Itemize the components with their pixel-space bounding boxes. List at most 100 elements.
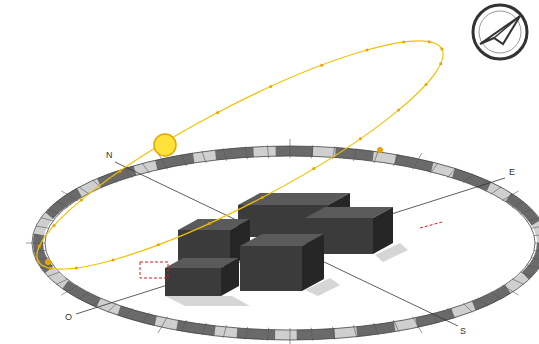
compass-letter: E [507,167,517,178]
compass-letter: O [63,312,74,323]
hour-dot [49,267,52,270]
hour-dot [37,259,40,262]
ring-tick [502,286,518,296]
building-block [165,258,239,296]
buildings [165,193,393,296]
ring-tick [290,139,291,158]
compass-ring-outer [32,146,539,340]
ring-tick [478,298,488,306]
ring-tick [245,327,247,340]
ring-tick [92,298,102,306]
ring-tick [79,292,90,299]
sun [154,134,176,156]
ring-tick [463,174,472,183]
hour-dot [365,49,368,52]
building-side [221,258,239,296]
sun-path-hours [37,40,444,270]
hour-dot [38,245,41,248]
ring-tick [48,209,60,213]
ring-tick [394,320,399,332]
ring-tick [447,308,455,318]
ring-tick [245,146,247,159]
ring-tick [534,234,539,235]
building-front [240,246,302,291]
hour-dot [157,243,160,246]
hour-dot [216,111,219,114]
compass-letter: N [104,150,115,161]
ring-tick [79,187,90,194]
ring-tick [48,272,60,276]
hour-dot [118,170,121,173]
ring-tick [512,279,524,284]
building-block [240,234,324,291]
ring-tick [520,209,532,213]
ring-tick [374,323,378,335]
sun-path [16,7,464,304]
hour-dot [80,198,83,201]
ring-tick [56,202,68,207]
hour-dot [402,40,405,43]
ring-tick [268,145,269,158]
ring-tick [531,258,539,260]
ring-tick [36,226,49,228]
building-side [373,207,393,254]
ring-tick [463,303,472,312]
ring-tick [158,317,168,333]
ring-tick [33,234,46,235]
ring-tick [447,168,455,178]
hour-dot [261,196,264,199]
ring-tick [534,250,539,251]
ring-tick [202,323,206,335]
ring-tick [520,272,532,276]
building-shadow [165,296,250,306]
ring-tick [26,243,45,244]
ring-tick [33,250,46,251]
hour-dot [320,64,323,67]
ring-tick [61,191,77,201]
hour-dot [424,83,427,86]
compass-ring [38,151,539,335]
ring-tick [223,325,226,338]
hour-dot [440,48,443,51]
hour-dot [75,267,78,270]
ring-tick [142,313,149,324]
ring-tick [413,153,423,169]
ring-tick [223,148,226,161]
compass-ring-segments [38,151,539,335]
ring-tick [527,265,539,268]
east-west-axis [76,178,505,314]
hour-dot [397,109,400,112]
compass-letter: S [458,326,468,337]
ring-tick [142,163,149,174]
ring-tick [124,308,132,318]
ring-tick [527,218,539,221]
ring-tick [311,328,312,341]
ring-tick [374,151,378,163]
ring-tick [431,163,438,174]
navigation-compass [473,5,527,59]
hour-dot [359,137,362,140]
building-side [302,234,324,291]
hour-dot [428,40,431,43]
sunrise-point [377,147,383,153]
ring-tick [502,191,518,201]
hour-dot [112,258,115,261]
ring-tick [311,145,312,158]
ring-tick [512,202,524,207]
ring-tick [108,303,117,312]
hour-dot [269,85,272,88]
ring-tick [394,154,399,166]
ring-tick [61,286,77,296]
ring-tick [531,226,539,228]
ring-tick [181,320,186,332]
ring-tick [290,328,291,344]
ring-tick [353,325,356,338]
ring-ticks [26,139,539,344]
building-front [165,268,221,296]
hour-dot [439,62,442,65]
north-south-axis [115,162,458,326]
ring-tick [268,328,269,341]
ring-tick [181,154,186,166]
ring-tick [56,279,68,284]
